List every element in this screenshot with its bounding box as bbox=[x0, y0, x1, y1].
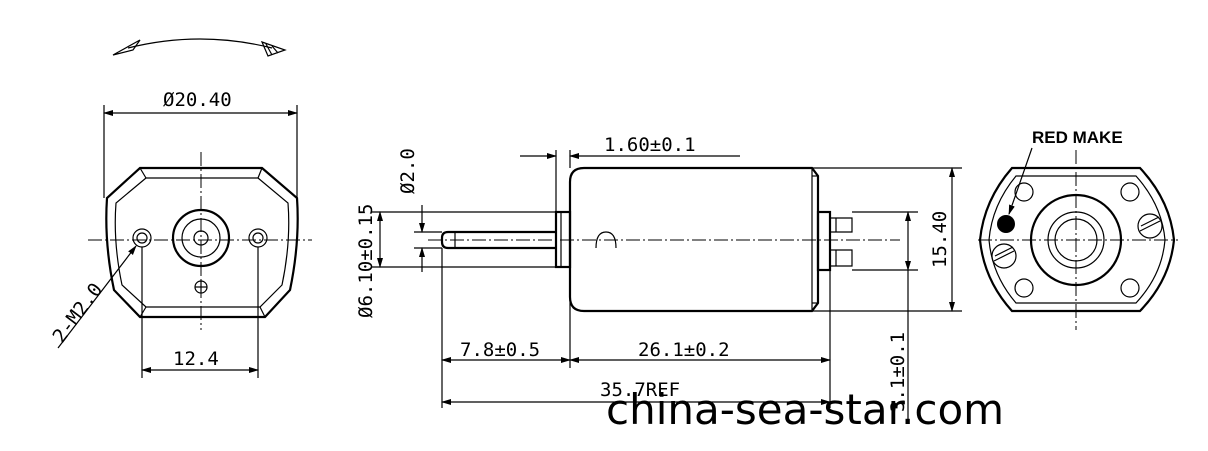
shaft-length-dimension: 7.8±0.5 bbox=[460, 339, 540, 361]
rear-bearing-boss bbox=[1029, 193, 1123, 287]
terminal-upper bbox=[830, 217, 853, 233]
rear-terminal-right bbox=[1137, 213, 1163, 239]
side-view bbox=[372, 150, 962, 420]
screw-hole-right bbox=[248, 228, 268, 248]
boss-diameter-dimension: Ø6.10±0.15 bbox=[355, 204, 377, 318]
screw-hole-left bbox=[132, 228, 152, 248]
rear-hole bbox=[1014, 182, 1034, 202]
red-polarity-mark bbox=[997, 215, 1015, 233]
terminal-lower bbox=[830, 249, 853, 267]
terminal-block bbox=[816, 210, 832, 272]
body-length-dimension: 26.1±0.2 bbox=[638, 339, 730, 361]
watermark-text: china-sea-star.com bbox=[606, 385, 1004, 434]
rear-housing-outline bbox=[978, 166, 1176, 313]
front-boss bbox=[171, 208, 231, 268]
front-width-dimension: Ø20.40 bbox=[163, 89, 232, 111]
flange-thickness-dimension: 1.60±0.1 bbox=[604, 134, 696, 156]
rear-hole bbox=[1120, 278, 1140, 298]
front-shaft bbox=[193, 230, 209, 246]
screw-hole-callout: 2-M2.0 bbox=[48, 279, 107, 347]
rear-hole bbox=[1120, 182, 1140, 202]
height-dimension: 15.40 bbox=[929, 211, 951, 268]
rear-view bbox=[978, 147, 1178, 330]
shaft-diameter-dimension: Ø2.0 bbox=[397, 148, 419, 194]
total-length-dimension: 35.7REF bbox=[600, 379, 680, 401]
terminal-dimension: 3.1±0.1 bbox=[887, 332, 909, 412]
red-mark-label: RED MAKE bbox=[1032, 128, 1123, 147]
front-housing-outline bbox=[105, 166, 299, 319]
front-view bbox=[57, 105, 312, 378]
rear-terminal-left bbox=[991, 243, 1017, 269]
rear-hole bbox=[1014, 278, 1034, 298]
hole-spacing-dimension: 12.4 bbox=[173, 348, 219, 370]
rotation-direction-icon bbox=[112, 38, 287, 57]
